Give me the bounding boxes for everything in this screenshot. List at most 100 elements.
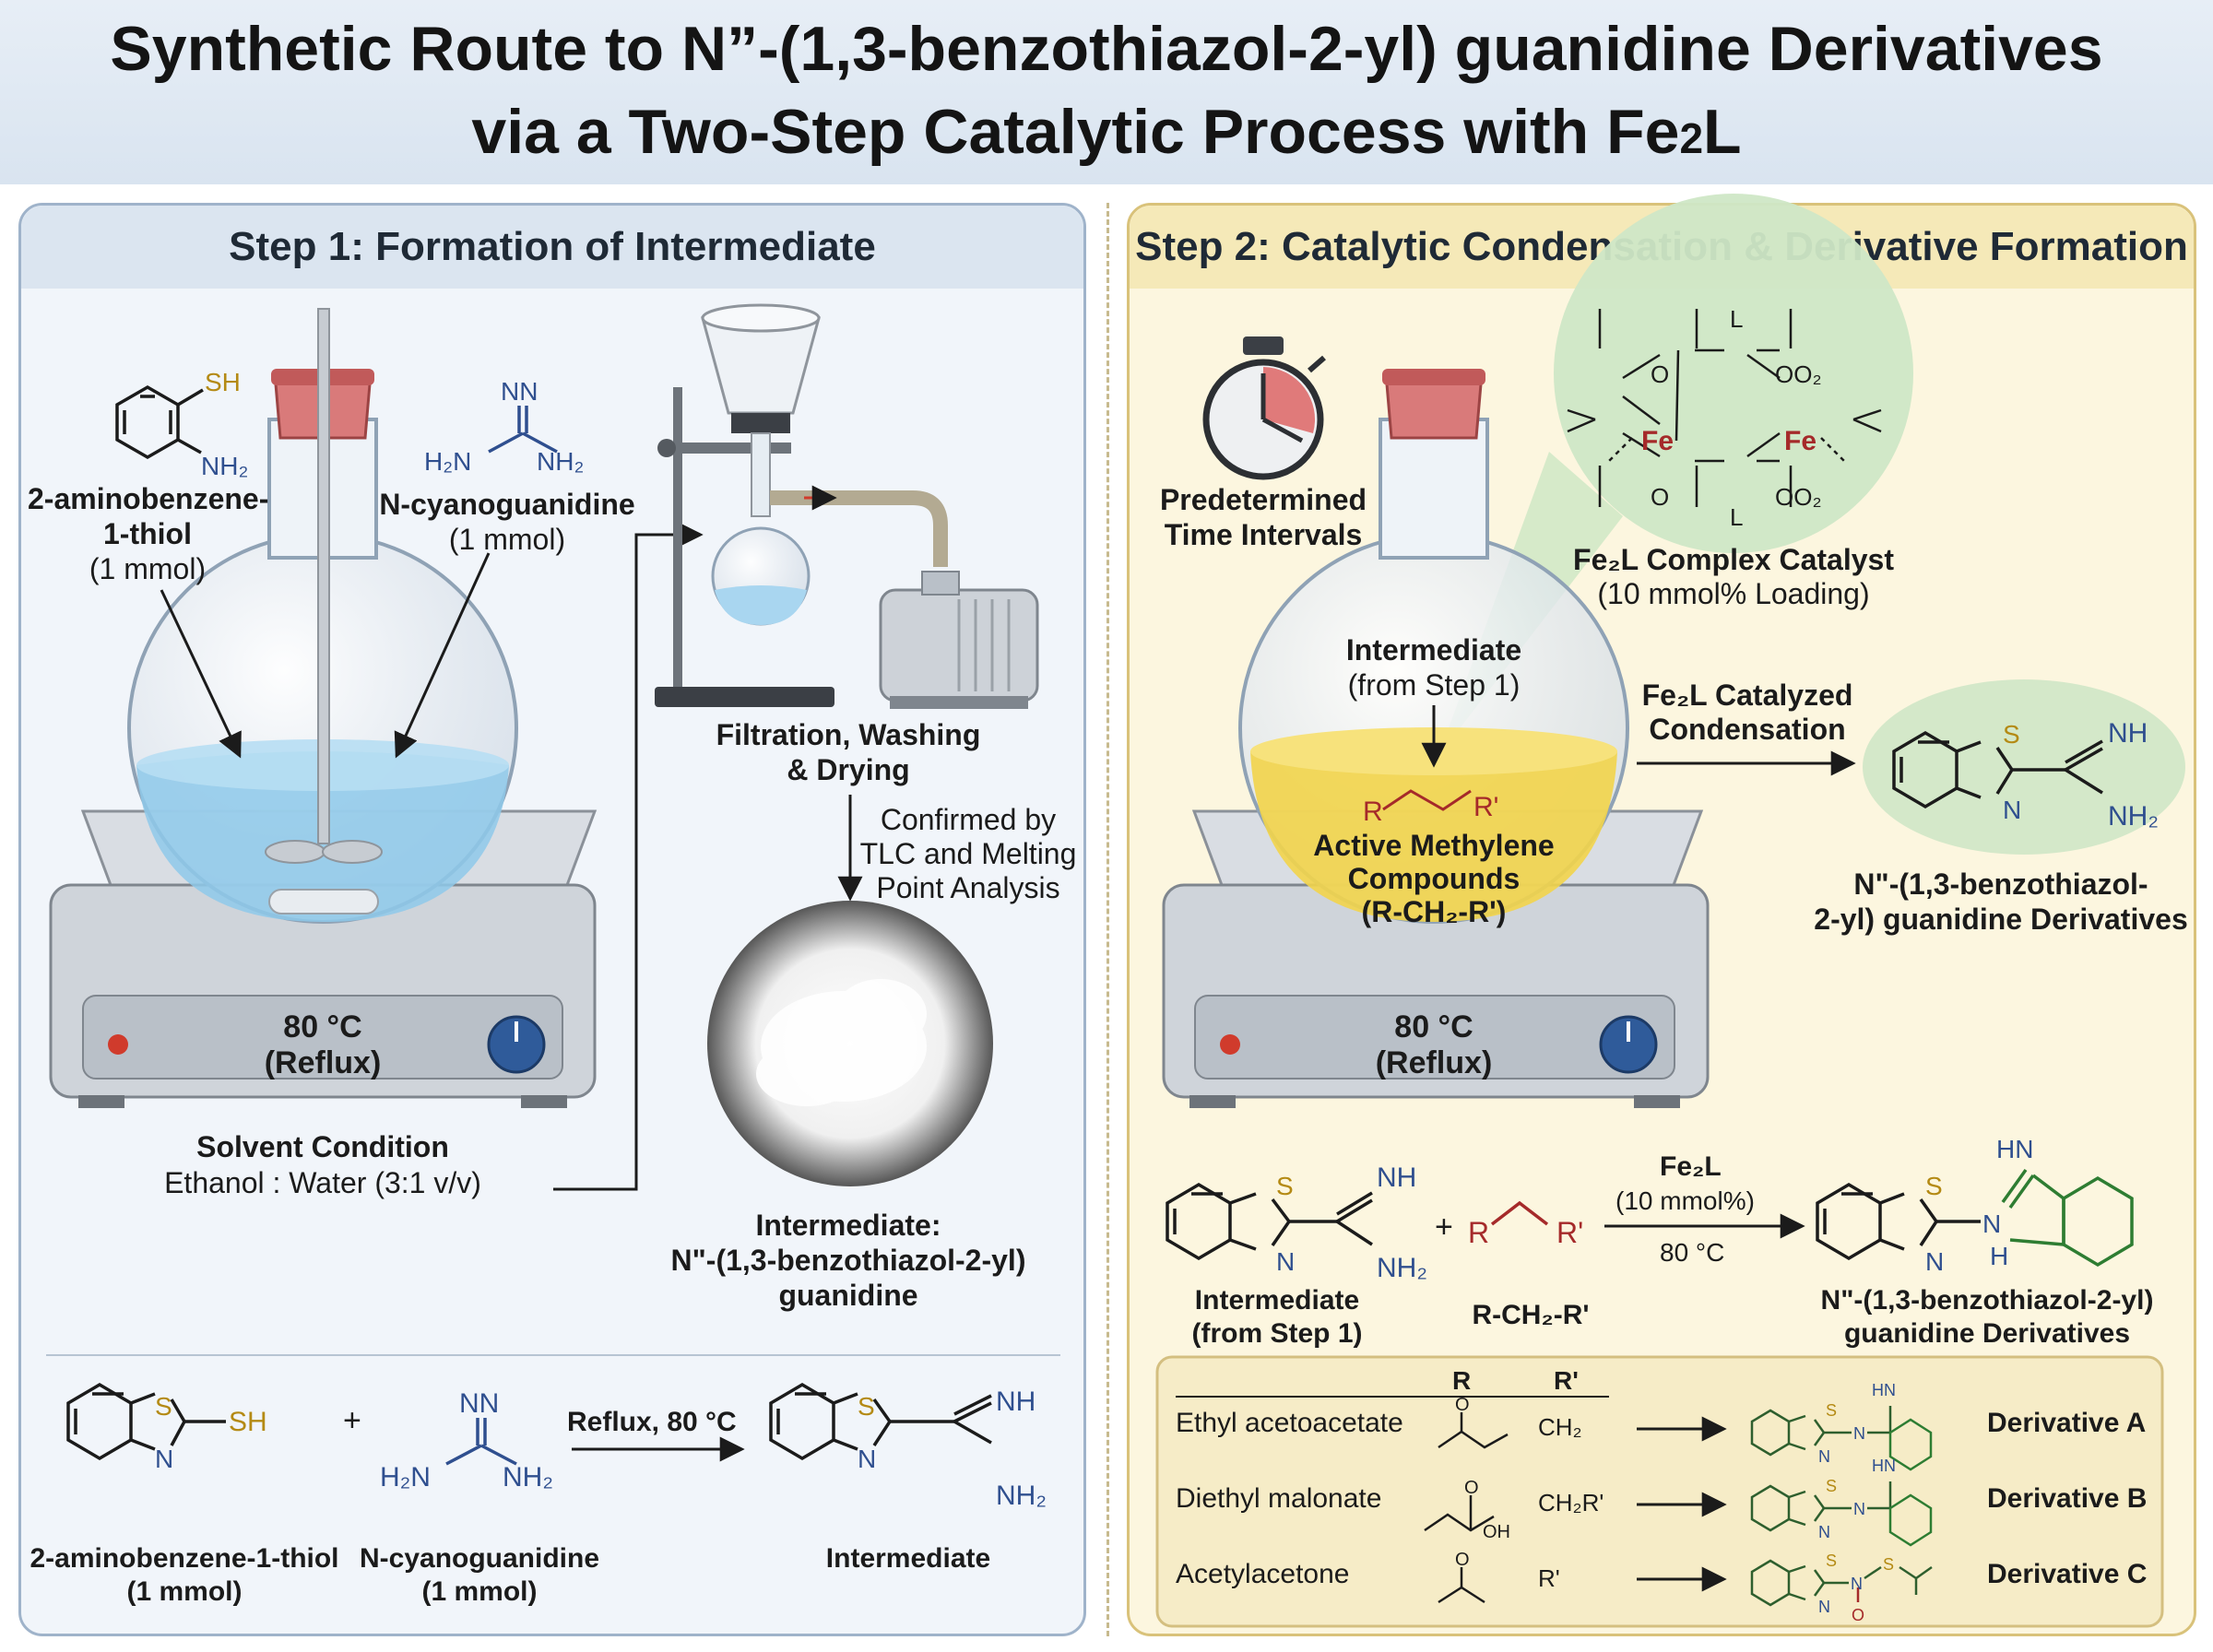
reagent2-nh2-label: NH₂ (537, 447, 584, 476)
row-a-rp: CH₂ (1538, 1413, 1582, 1441)
scheme2-label2: R-CH₂-R' (1472, 1300, 1590, 1330)
filtration-label-line2: & Drying (787, 753, 910, 786)
scheme1-nh2: NH₂ (503, 1462, 553, 1493)
row-c-product-icon (1750, 1559, 1933, 1607)
title-line-1: Synthetic Route to N”-(1,3-benzothiazol-… (110, 14, 2103, 84)
timer-label-line2: Time Intervals (1164, 518, 1363, 551)
flask-r-label: R (1363, 796, 1383, 827)
condensation-label-line2: Condensation (1649, 713, 1846, 746)
scheme1-label1-line2: (1 mmol) (126, 1576, 243, 1607)
reagent2-structure (488, 406, 558, 454)
scheme1-nn: NN (459, 1388, 499, 1419)
scheme2-r: R (1468, 1216, 1489, 1249)
row-b-o: O (1464, 1478, 1479, 1498)
reagent2-arrow (394, 552, 491, 759)
scheme2-n: N (1276, 1247, 1295, 1276)
catalyst-fe-left: Fe (1641, 426, 1674, 456)
row-a-s: S (1826, 1401, 1837, 1420)
scheme1-label3: Intermediate (825, 1543, 991, 1574)
scheme1-h2n: H₂N (380, 1462, 431, 1493)
product-structure (1892, 730, 2103, 809)
table-col-r: R (1452, 1366, 1471, 1395)
row-b-n: N (1818, 1523, 1830, 1541)
scheme1-label1-line1: 2-aminobenzene-1-thiol (30, 1543, 339, 1574)
step1-heater-mode: (Reflux) (264, 1045, 382, 1080)
row-b-oh: OH (1483, 1522, 1510, 1542)
stopwatch-icon (1202, 336, 1326, 480)
row-b-hn: HN (1872, 1457, 1896, 1475)
catalyst-bubble (1554, 194, 1913, 553)
flask-label-line1: Intermediate (1345, 633, 1522, 667)
scheme1-product-n: N (858, 1445, 876, 1473)
row-a-r-structure (1438, 1430, 1509, 1449)
catalyst-fe-right: Fe (1784, 426, 1817, 456)
row-a-name: Ethyl acetoacetate (1176, 1408, 1403, 1438)
scheme2-nh2: NH₂ (1377, 1253, 1427, 1283)
reagent1-name-line1: 2-aminobenzene- (28, 482, 269, 515)
intermediate-label-line3: guanidine (778, 1279, 918, 1312)
step1-flask (127, 308, 518, 924)
row-c-derivative: Derivative C (1987, 1559, 2148, 1589)
scheme1-benzothiazole-thiol (66, 1382, 226, 1461)
product-nh2: NH₂ (2108, 801, 2159, 832)
intermediate-label-line1: Intermediate: (755, 1209, 941, 1242)
panel-divider (1106, 203, 1109, 1636)
row-b-link-n: N (1853, 1500, 1865, 1518)
scheme2-methylene (1490, 1200, 1549, 1226)
reagent2-nn-label: NN (501, 377, 538, 406)
scheme2-product-s: S (1925, 1172, 1943, 1200)
catalyst-oo2-bottom: OO₂ (1775, 483, 1822, 511)
scheme1-label2-line1: N-cyanoguanidine (359, 1543, 600, 1574)
row-c-name: Acetylacetone (1176, 1559, 1350, 1589)
row-a-o: O (1455, 1395, 1470, 1415)
row-a-hn: HN (1872, 1381, 1896, 1399)
scheme1-plus: + (343, 1403, 361, 1438)
intermediate-label-line2: N"-(1,3-benzothiazol-2-yl) (670, 1244, 1026, 1277)
flask-label-line5: (R-CH₂-R') (1361, 895, 1507, 928)
row-a-n: N (1818, 1447, 1830, 1466)
scheme2-rp: R' (1556, 1216, 1583, 1249)
reagent2-name: N-cyanoguanidine (379, 488, 635, 521)
row-b-r-structure (1424, 1513, 1495, 1532)
reagent1-structure (115, 384, 204, 460)
scheme2-product-n-link: N (1982, 1210, 2001, 1238)
scheme1-sh-atom: SH (229, 1407, 267, 1437)
scheme2-label1-line1: Intermediate (1194, 1285, 1360, 1316)
row-c-n: N (1818, 1598, 1830, 1616)
scheme1-cyanoguanidine (445, 1418, 517, 1466)
confirm-line3: Point Analysis (876, 871, 1060, 904)
scheme2-product-hn: HN (1996, 1135, 2033, 1163)
product-nh: NH (2108, 718, 2148, 749)
step2-heater-indicator-light (1220, 1034, 1240, 1055)
product-s-atom: S (2003, 720, 2020, 749)
row-c-s: S (1826, 1552, 1837, 1570)
reagent1-nh2-label: NH₂ (201, 452, 248, 480)
timer-label-line1: Predetermined (1159, 483, 1367, 516)
title-band (0, 0, 2213, 184)
flask-label-line2: (from Step 1) (1347, 668, 1521, 702)
flask-label-line4: Compounds (1347, 862, 1521, 895)
step2-heater-knob (1599, 1015, 1658, 1074)
reagent1-sh-label: SH (205, 368, 241, 396)
scheme2-temp: 80 °C (1660, 1238, 1724, 1267)
catalyst-l-top: L (1730, 305, 1743, 333)
row-a-product-icon (1750, 1406, 1933, 1471)
condensation-label-line1: Fe₂L Catalyzed (1641, 678, 1853, 712)
catalyst-o-1: O (1651, 360, 1669, 388)
row-c-link-n: N (1851, 1575, 1863, 1593)
scheme1-intermediate (769, 1382, 992, 1461)
step2-heater-temp: 80 °C (1394, 1009, 1473, 1044)
scheme2-intermediate (1166, 1182, 1373, 1261)
scheme1-label2-line2: (1 mmol) (421, 1576, 538, 1607)
row-a-link-n: N (1853, 1424, 1865, 1443)
product-label-line1: N"-(1,3-benzothiazol- (1853, 867, 2148, 901)
flask-label-line3: Active Methylene (1313, 829, 1555, 862)
solvent-detail: Ethanol : Water (3:1 v/v) (164, 1166, 481, 1199)
scheme1-product-nh: NH (996, 1386, 1035, 1417)
catalyst-oo2-top: OO₂ (1775, 360, 1822, 388)
reagent1-amount: (1 mmol) (89, 552, 207, 585)
scheme1-product-nh2: NH₂ (996, 1481, 1047, 1511)
catalyst-o-2: O (1651, 483, 1669, 511)
scheme1-product-s: S (858, 1392, 875, 1421)
